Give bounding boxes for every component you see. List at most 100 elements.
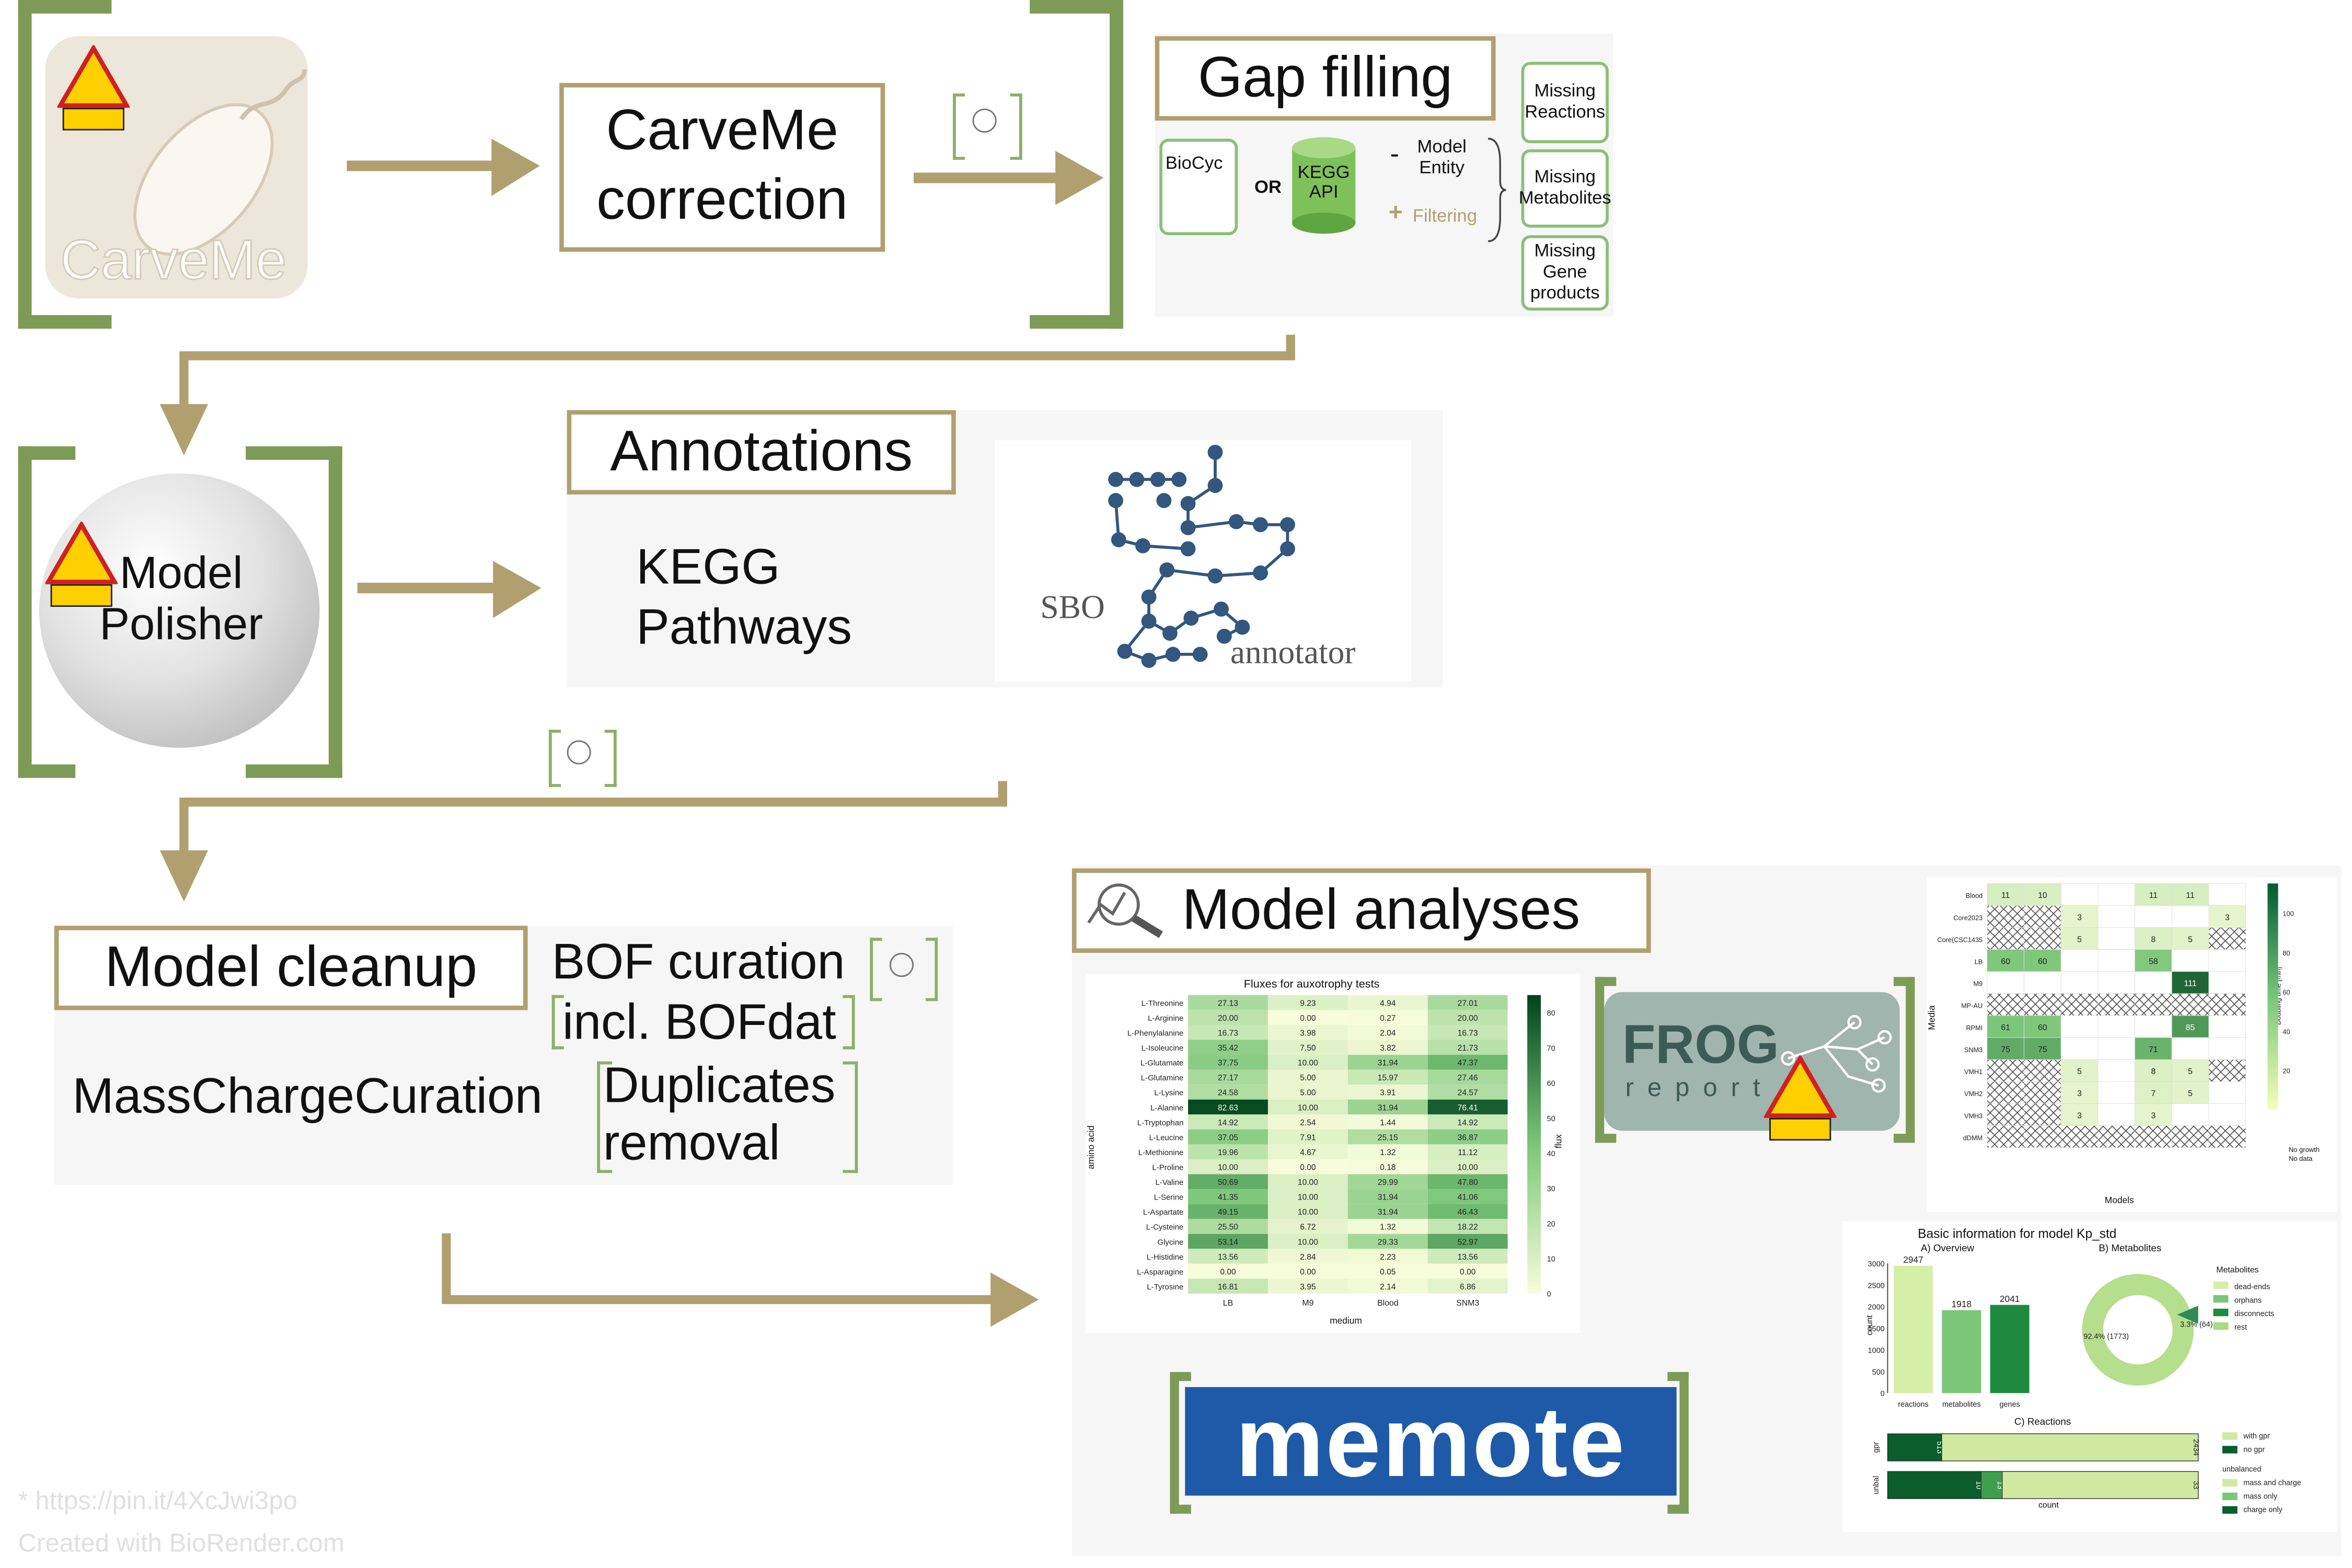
growth-cell: [2208, 905, 2246, 928]
flux-cell-label: 27.13: [1218, 999, 1238, 1008]
flux-cell-label: 27.46: [1458, 1074, 1478, 1082]
growth-cell: [2171, 1081, 2209, 1104]
growth-cell-label: 11: [2001, 891, 2010, 900]
model-polisher-label: Model Polisher: [99, 548, 263, 650]
growth-row-label: M9: [1974, 981, 1983, 988]
flux-cell-label: 4.94: [1380, 999, 1396, 1008]
growth-row-label: dDMM: [1963, 1134, 1982, 1142]
biocyc-label: BioCyc: [1165, 152, 1223, 174]
flux-row-label: L-Serine: [1154, 1193, 1184, 1202]
growth-cell: [1987, 993, 2025, 1016]
pie-legend-swatch: [2213, 1295, 2229, 1303]
model-analyses-label: Model analyses: [1182, 878, 1581, 942]
growth-cell-label: 5: [2077, 1067, 2082, 1076]
flux-cell-label: 14.92: [1218, 1119, 1238, 1127]
growth-cell: [2208, 949, 2246, 972]
growth-cell: [2171, 927, 2209, 950]
overview-ytick: 1500: [1868, 1325, 1885, 1333]
flux-cell-label: 35.42: [1218, 1044, 1238, 1053]
flux-cell-label: 0.18: [1380, 1163, 1396, 1172]
flux-cell-label: 21.73: [1458, 1044, 1478, 1053]
reactions-legend-swatch: [2222, 1446, 2238, 1454]
kegg-database-icon: KEGG API: [1290, 136, 1357, 235]
metabolites-donut-slice: [2177, 1306, 2198, 1324]
flux-cell: [1267, 1249, 1348, 1264]
growth-cell-label: 75: [2038, 1045, 2047, 1054]
frog-title: FROG: [1622, 1013, 1779, 1075]
flux-cell-label: 29.99: [1378, 1178, 1398, 1187]
flux-cell: [1347, 995, 1428, 1010]
growth-cell-label: 5: [2188, 1067, 2193, 1076]
growth-colorbar-tick: 60: [2282, 988, 2290, 996]
unbal-segment: [1887, 1471, 1982, 1500]
sbo-label: SBO: [1040, 587, 1105, 626]
flux-row-label: L-Lysine: [1154, 1089, 1183, 1098]
growth-heatmap-card: Media Models Doubling time [min] No grow…: [1927, 877, 2337, 1213]
growth-cell: [2208, 1059, 2246, 1082]
analytics-magnifier-icon: [1082, 878, 1170, 946]
growth-legend-no-growth: No growth: [2288, 1146, 2320, 1154]
growth-cell: [1987, 883, 2025, 906]
flux-cell: [1347, 1219, 1428, 1234]
growth-cell-label: 3: [2151, 1111, 2156, 1120]
growth-cell: [2208, 1081, 2246, 1104]
flux-col-label: LB: [1223, 1299, 1233, 1308]
flux-row-label: L-Aspartate: [1143, 1208, 1183, 1217]
flux-cell-label: 49.15: [1218, 1208, 1238, 1217]
growth-cell-label: 8: [2151, 935, 2156, 944]
flux-cell-label: 76.41: [1458, 1103, 1478, 1112]
magnifier-bracket-l: [953, 93, 965, 160]
growth-cell: [2060, 905, 2099, 928]
polisher-sphere: [39, 473, 320, 748]
growth-cell: [2135, 1125, 2172, 1148]
growth-cell: [1987, 1015, 2025, 1038]
growth-row-label: VMH3: [1964, 1112, 1982, 1120]
reactions-legend-swatch: [2222, 1506, 2238, 1514]
flux-cell: [1427, 1174, 1508, 1190]
footer-link: * https://pin.it/4XcJwi3po: [18, 1486, 297, 1516]
memote-bracket-l: [1170, 1371, 1191, 1514]
growth-cell: [2024, 993, 2061, 1016]
unbal-segment: [1980, 1471, 2003, 1500]
plus-label: +: [1388, 200, 1403, 226]
masscharge-label: MassChargeCuration: [72, 1067, 543, 1124]
flux-cell: [1188, 1189, 1268, 1204]
flux-cell: [1267, 1010, 1348, 1025]
flux-cell: [1427, 1144, 1508, 1159]
flux-cell: [1347, 1040, 1428, 1055]
growth-heatmap-xlabel: Models: [2104, 1197, 2134, 1206]
flux-colorbar-tick: 30: [1547, 1185, 1555, 1193]
flux-row-label: L-Leucine: [1149, 1133, 1184, 1142]
flux-cell-label: 7.50: [1300, 1044, 1316, 1053]
flux-cell-label: 37.75: [1218, 1059, 1238, 1068]
growth-row-label: VMH1: [1964, 1068, 1982, 1076]
reactions-legend-swatch: [2222, 1432, 2238, 1440]
overview-bar: [1894, 1265, 1933, 1393]
bof-magnifier-bracket-r: [926, 938, 938, 1001]
magnifier-bracket-r-2: [604, 730, 617, 787]
growth-cell: [2060, 993, 2099, 1016]
flux-cell: [1188, 1278, 1268, 1294]
growth-cell-label: 11: [2149, 891, 2158, 900]
model-cleanup-title: Model cleanup: [54, 926, 528, 1010]
flux-colorbar-tick: 60: [1547, 1080, 1555, 1088]
growth-cell: [2171, 993, 2209, 1016]
flux-cell: [1347, 1263, 1428, 1279]
arrow-1: [347, 136, 543, 210]
kegg-api-label: KEGG API: [1297, 161, 1350, 203]
growth-row-label: RPMI: [1966, 1024, 1983, 1032]
reactions-legend-label: unbalanced: [2222, 1465, 2262, 1473]
growth-cell: [2024, 971, 2061, 994]
flux-cell-label: 3.98: [1300, 1029, 1316, 1038]
growth-cell-label: 3: [2077, 1111, 2082, 1120]
growth-cell: [2171, 1125, 2209, 1148]
flux-cell: [1347, 1085, 1428, 1100]
flux-cell: [1347, 1010, 1428, 1025]
flux-cell: [1188, 1055, 1268, 1070]
growth-cell: [2097, 949, 2136, 972]
flux-colorbar-tick: 10: [1547, 1255, 1555, 1264]
flux-cell-label: 0.00: [1220, 1267, 1236, 1276]
growth-cell: [2171, 883, 2209, 906]
flux-cell-label: 1.44: [1380, 1119, 1396, 1127]
growth-cell: [2135, 927, 2172, 950]
